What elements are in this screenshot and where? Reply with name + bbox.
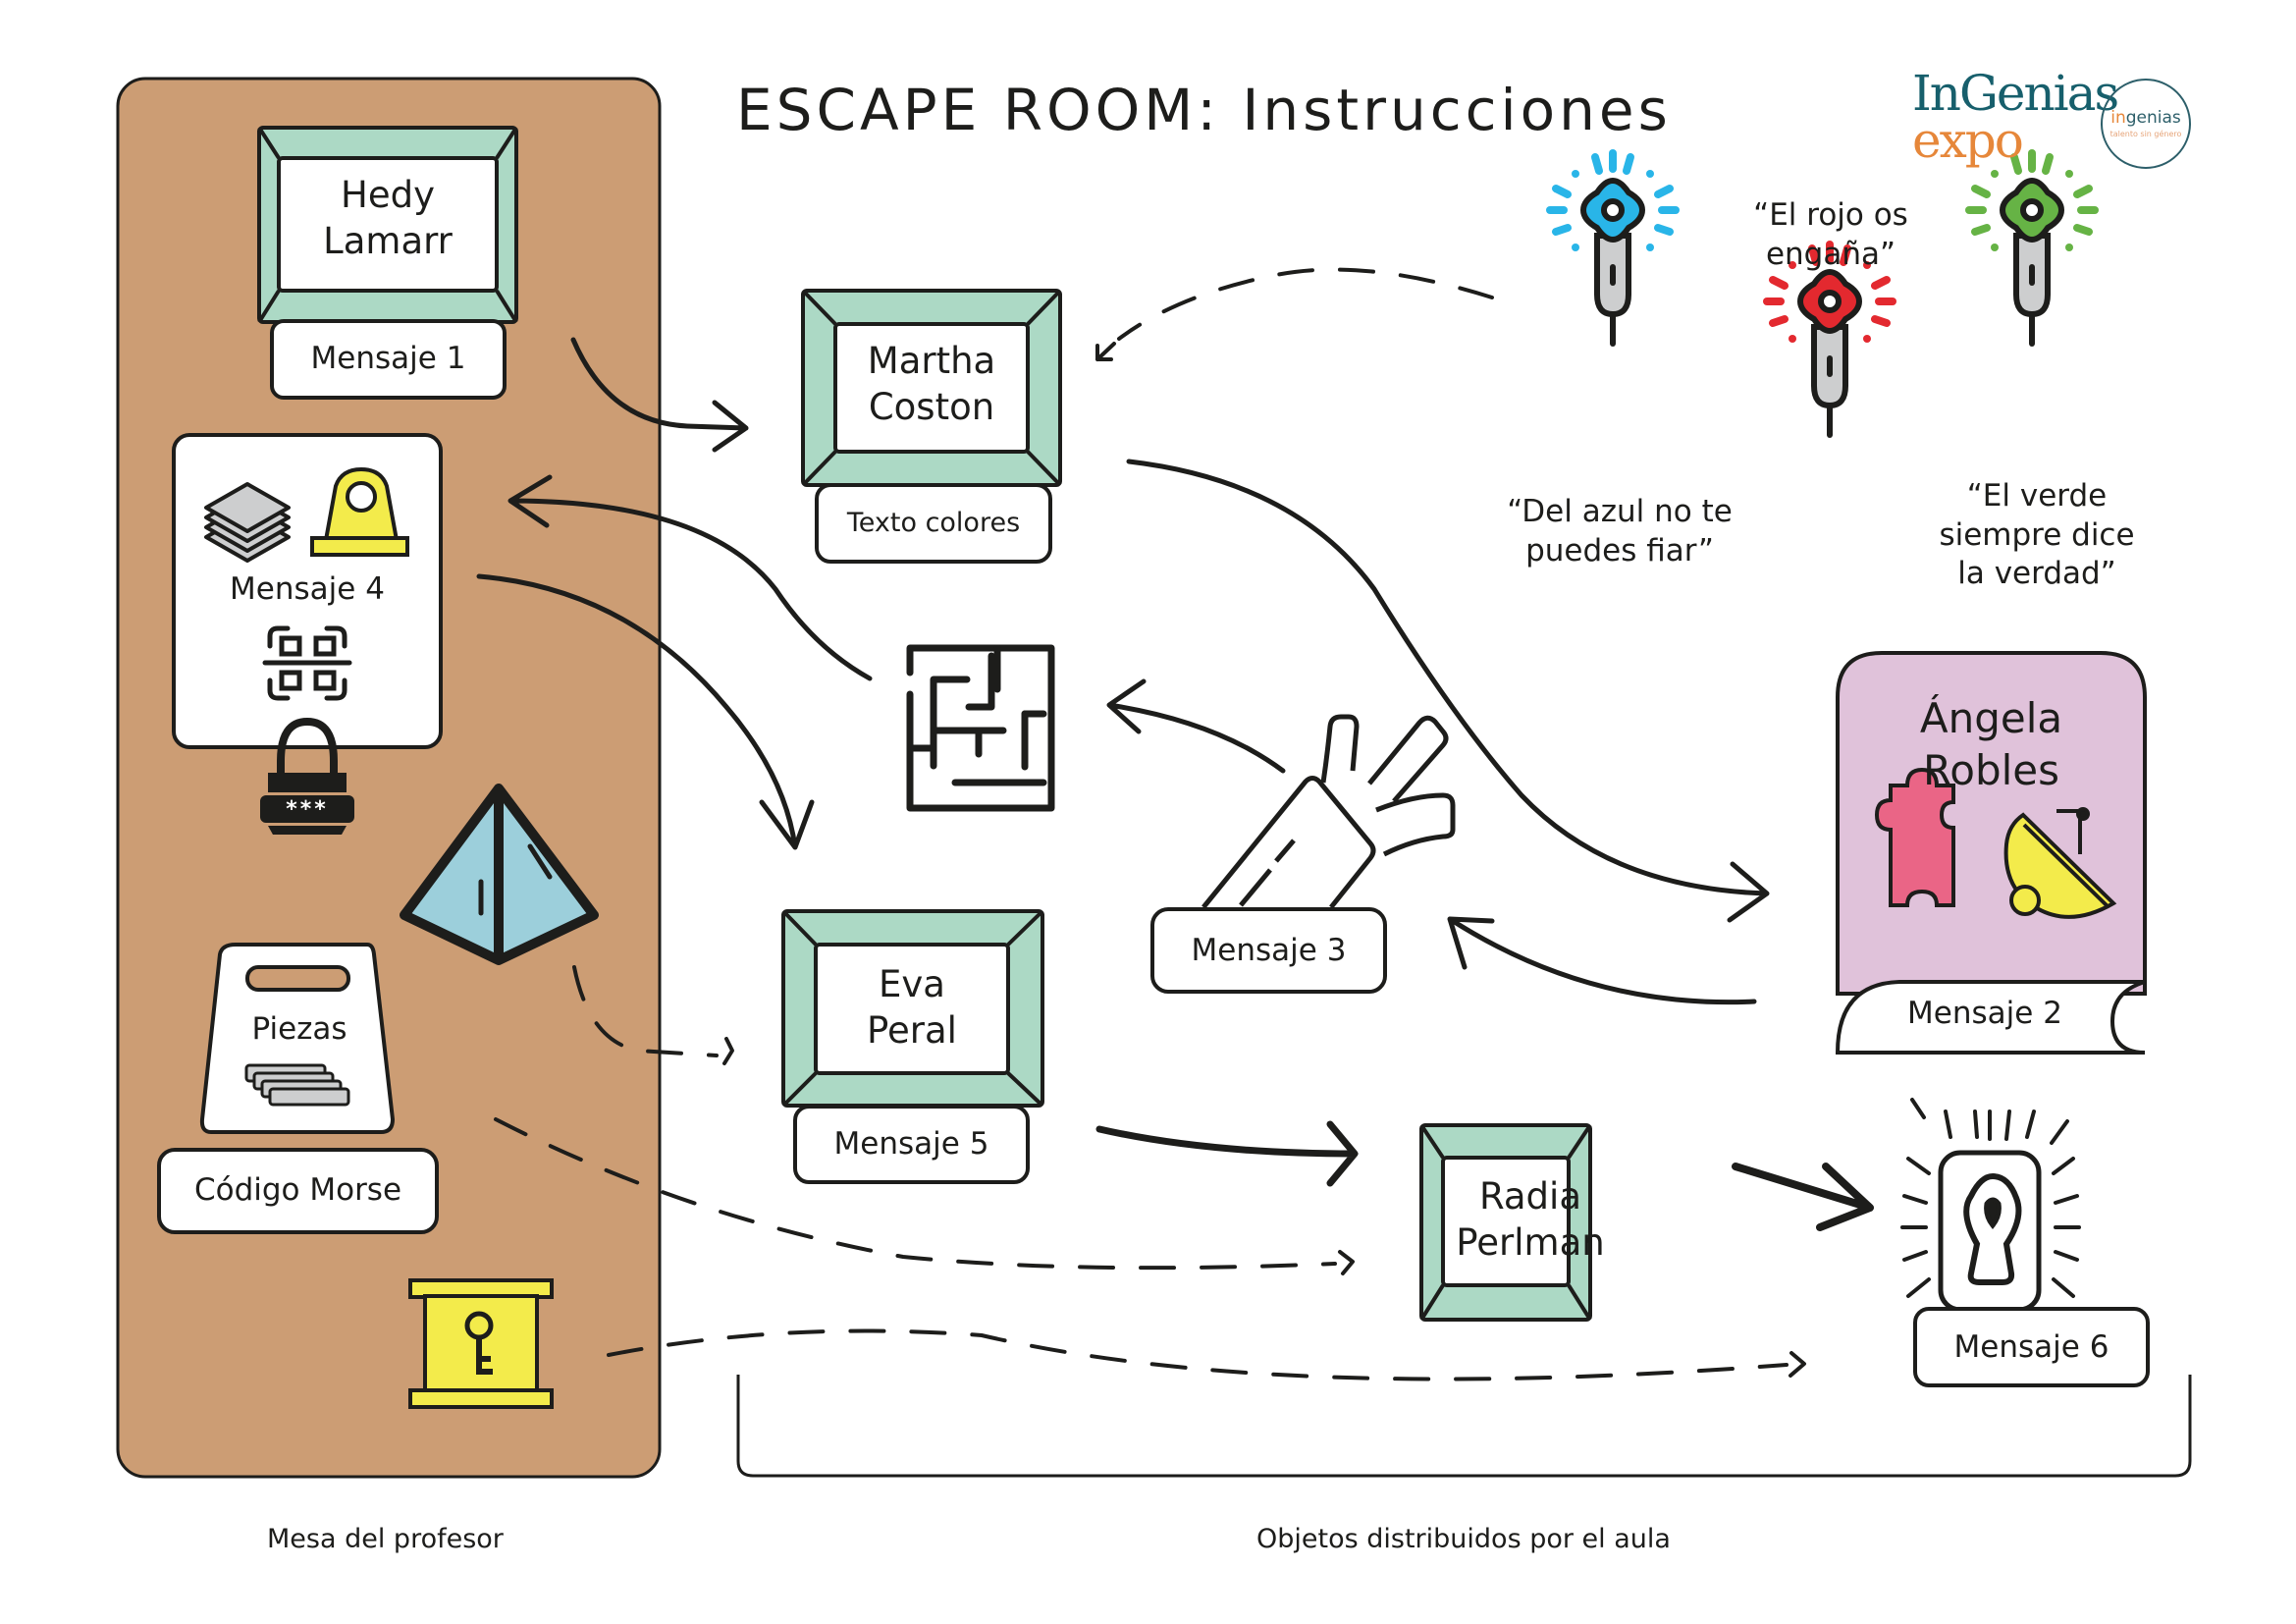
pyramid-icon — [400, 784, 599, 965]
dashed-arrow-keybox-to-message6 — [607, 1328, 1789, 1381]
logo-tagline: talento sin género — [2109, 130, 2182, 138]
green-light-quote: “El verde siempre dice la verdad” — [1904, 477, 2169, 594]
bars-icon — [244, 1063, 350, 1107]
name-line-2: Lamarr — [323, 219, 453, 262]
quote-line-1: “El rojo os — [1753, 197, 1908, 233]
arrowhead-keybox-to-message6 — [1789, 1351, 1806, 1378]
arrow-eva-to-radia — [1095, 1120, 1359, 1187]
teacher-desk-caption: Mesa del profesor — [267, 1524, 504, 1554]
ingenias-circle-logo: ingenias talento sin género — [2101, 79, 2191, 169]
logo-prefix: in — [2110, 108, 2126, 128]
padlock-icon — [260, 717, 354, 835]
quote-line-1: “Del azul no te — [1507, 494, 1733, 529]
name-line-2: Coston — [868, 385, 995, 428]
light-rays — [1546, 149, 1680, 251]
pieces-label: Piezas — [251, 1011, 347, 1047]
arrowhead-pyramid-to-eva — [722, 1037, 734, 1065]
logo-word: genias — [2125, 108, 2181, 128]
puzzle-piece-icon — [1874, 767, 1955, 907]
message-5-label: Mensaje 5 — [833, 1126, 989, 1162]
message-3-tag — [1150, 907, 1387, 994]
name-line-2: Robles — [1922, 746, 2060, 795]
dashed-arrow-pyramid-to-eva — [572, 965, 719, 1057]
quote-line-2: engaña” — [1765, 236, 1896, 272]
angela-robles-name: Ángela Robles — [1838, 692, 2145, 797]
quote-line-2: puedes fiar” — [1525, 532, 1714, 568]
satellite-dish-icon — [2003, 807, 2117, 919]
message-5-tag — [793, 1105, 1030, 1184]
maze-icon — [906, 644, 1055, 812]
arrow-radia-to-message6 — [1732, 1163, 1874, 1231]
message-6-label: Mensaje 6 — [1953, 1329, 2109, 1365]
qr-scan-icon — [262, 625, 352, 701]
light-lens — [2020, 198, 2044, 222]
blue-signal-light-icon — [1546, 149, 1680, 347]
carrot-icon — [1201, 714, 1456, 909]
eva-peral-frame — [781, 909, 1044, 1108]
light-rays — [1763, 241, 1896, 343]
weight-icon — [310, 466, 409, 557]
arrowhead-pieces-to-radia — [1338, 1250, 1355, 1275]
hedy-lamarr-name: Hedy Lamarr — [279, 173, 497, 265]
light-lens — [1601, 198, 1625, 222]
paper-stack-icon — [204, 482, 291, 563]
name-line-2: Peral — [867, 1008, 957, 1052]
classroom-caption: Objetos distribuidos por el aula — [1256, 1524, 1671, 1554]
name-line-1: Ángela — [1919, 694, 2063, 742]
page-title: ESCAPE ROOM: Instrucciones — [736, 77, 1672, 143]
arrow-angela-to-message3 — [1447, 916, 1757, 1005]
message-2-label: Mensaje 2 — [1907, 996, 2062, 1031]
glow-rays — [1900, 1098, 2081, 1298]
hedy-lamarr-frame — [257, 126, 518, 324]
quote-line-2: siempre dice — [1939, 516, 2135, 553]
message-4-label: Mensaje 4 — [230, 571, 385, 607]
dashed-arrow-lights-to-martha — [1117, 267, 1494, 341]
quote-line-1: “El verde — [1966, 478, 2108, 514]
name-line-1: Hedy — [341, 174, 435, 216]
key-box-icon — [408, 1278, 554, 1409]
morse-code-tag — [157, 1148, 439, 1234]
martha-coston-frame — [801, 289, 1062, 487]
message-1-tag — [270, 319, 507, 400]
arrow-message3-to-maze — [1106, 678, 1286, 774]
light-rays — [1965, 149, 2099, 251]
name-line-1: Eva — [879, 963, 945, 1005]
red-signal-light-icon — [1763, 241, 1896, 438]
light-lens — [1818, 290, 1842, 313]
arrowhead-lights-to-martha — [1095, 342, 1116, 361]
green-signal-light-icon — [1965, 149, 2099, 347]
pieces-bag — [199, 943, 396, 1134]
radia-perlman-frame — [1419, 1123, 1592, 1322]
radia-perlman-name: Radia Perlman — [1437, 1174, 1624, 1267]
ingenias-expo-logo: InGenias expo — [1912, 65, 2119, 169]
name-line-2: Perlman — [1456, 1220, 1605, 1264]
arrow-maze-to-message4 — [507, 474, 873, 681]
blue-light-quote: “Del azul no te puedes fiar” — [1482, 493, 1757, 570]
eva-peral-name: Eva Peral — [816, 962, 1008, 1055]
morse-code-label: Código Morse — [193, 1172, 402, 1208]
arrow-martha-to-angela — [1126, 459, 1770, 923]
keyhole-icon — [1900, 1098, 2081, 1313]
name-line-1: Radia — [1478, 1175, 1581, 1218]
lock-code: *** — [286, 797, 329, 822]
logo-line-2: expo — [1912, 111, 2024, 169]
martha-coston-name: Martha Coston — [835, 339, 1028, 431]
arrow-hedy-to-martha — [570, 337, 749, 453]
texto-colores-label: Texto colores — [846, 508, 1021, 538]
quote-line-3: la verdad” — [1957, 556, 2116, 592]
dashed-arrow-pieces-to-radia — [494, 1117, 1337, 1271]
message-6-tag — [1913, 1307, 2150, 1387]
logo-line-1: InGenias — [1912, 65, 2119, 122]
message-3-label: Mensaje 3 — [1191, 933, 1347, 968]
classroom-bracket — [736, 1375, 2192, 1478]
red-light-quote: “El rojo os engaña” — [1708, 196, 1953, 274]
texto-colores-tag — [815, 483, 1052, 564]
arrow-message4-to-eva — [476, 573, 815, 850]
message-1-label: Mensaje 1 — [310, 341, 466, 376]
name-line-1: Martha — [867, 340, 996, 382]
